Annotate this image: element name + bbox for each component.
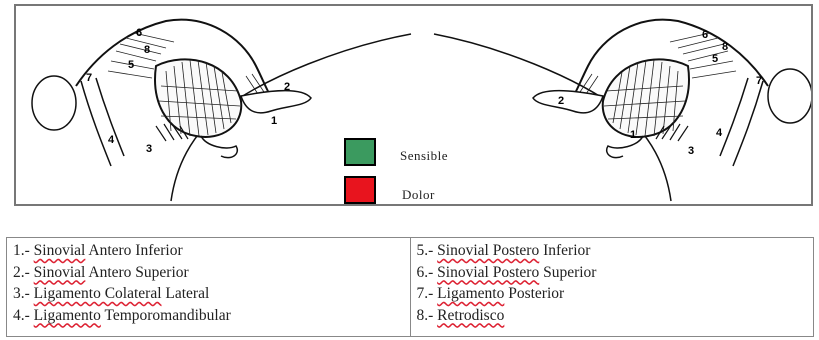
key-item-7: 7.- Ligamento Posterior [417,283,808,305]
right-number-6: 6 [702,29,708,41]
left-number-4: 4 [108,134,115,146]
tmj-drawing: 1 2 3 4 5 6 7 8 [16,6,811,204]
legend-label-dolor: Dolor [402,187,435,203]
right-number-8: 8 [722,41,728,53]
left-number-1: 1 [271,115,277,127]
left-number-3: 3 [146,143,152,155]
key-item-2: 2.- Sinovial Antero Superior [13,262,404,284]
right-ear-outline [768,69,811,123]
left-ear-outline [32,76,76,130]
key-column-right: 5.- Sinovial Postero Inferior 6.- Sinovi… [410,238,814,336]
key-item-8: 8.- Retrodisco [417,305,808,327]
structure-key-table: 1.- Sinovial Antero Inferior 2.- Sinovia… [6,237,814,337]
key-item-4: 4.- Ligamento Temporomandibular [13,305,404,327]
right-lower-fold [607,136,643,158]
left-ligament-band [81,78,124,166]
key-item-3: 3.- Ligamento Colateral Lateral [13,283,404,305]
left-disc [241,91,311,113]
right-disc [533,91,603,113]
right-number-2: 2 [558,95,564,107]
left-lower-fold [201,136,237,158]
key-item-6: 6.- Sinovial Postero Superior [417,262,808,284]
left-number-8: 8 [144,44,150,56]
right-number-3: 3 [688,145,694,157]
right-number-4: 4 [716,127,723,139]
tmj-diagram-figure: 1 2 3 4 5 6 7 8 [14,4,813,206]
left-number-2: 2 [284,81,290,93]
key-item-1: 1.- Sinovial Antero Inferior [13,240,404,262]
right-joint [533,20,811,166]
left-number-7: 7 [86,72,92,84]
key-column-left: 1.- Sinovial Antero Inferior 2.- Sinovia… [7,238,410,336]
key-item-5: 5.- Sinovial Postero Inferior [417,240,808,262]
right-number-5: 5 [712,53,718,65]
right-number-1: 1 [630,129,636,141]
legend-swatch-dolor [344,176,376,204]
right-number-7: 7 [756,75,762,87]
left-joint: 1 2 3 4 5 6 7 8 [32,20,311,166]
left-number-5: 5 [128,59,134,71]
legend-swatch-sensible [344,138,376,166]
right-ligament-band [720,78,763,166]
left-number-6: 6 [136,27,142,39]
legend-label-sensible: Sensible [400,148,448,164]
